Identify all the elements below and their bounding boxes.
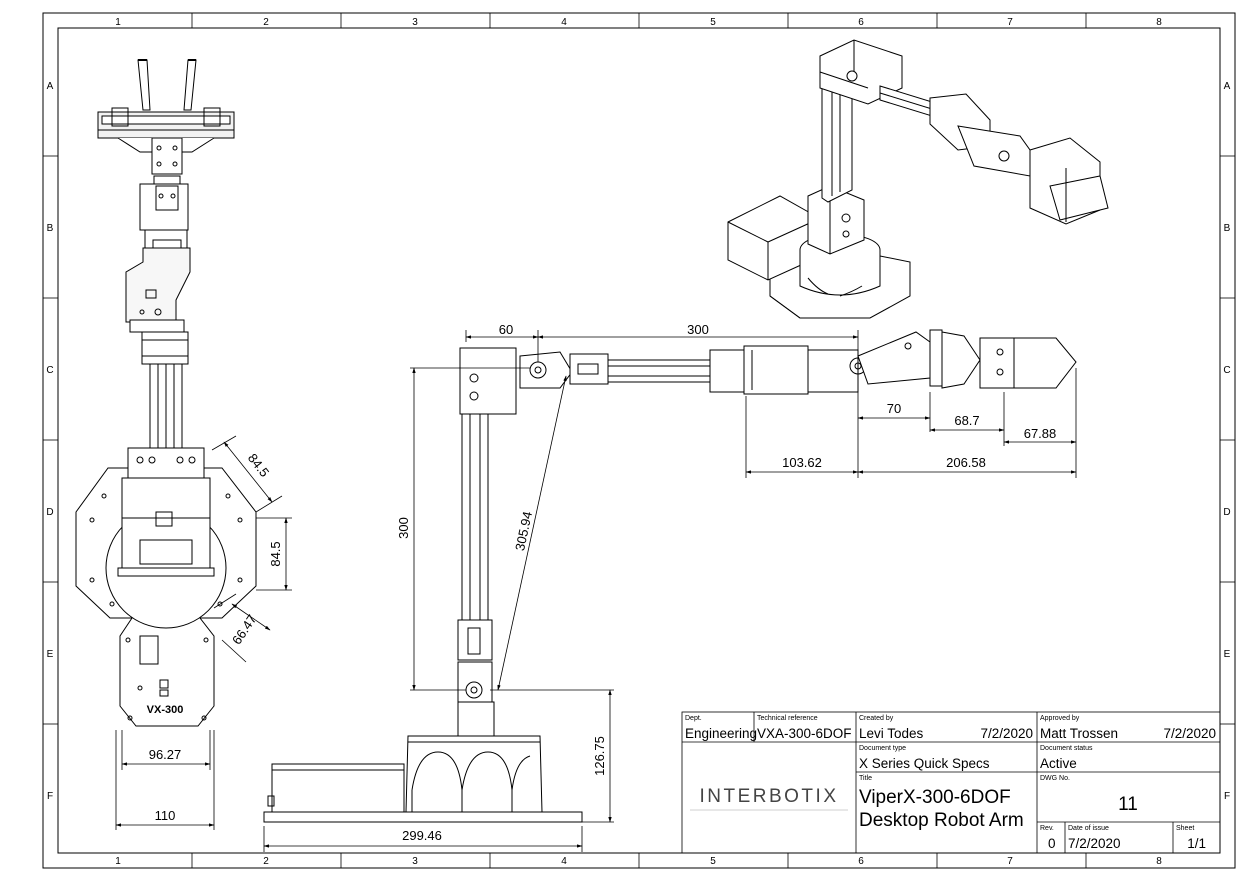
zone-row-c-left: C	[46, 365, 53, 376]
tb-doctype-value: X Series Quick Specs	[859, 756, 990, 771]
tb-created-value: Levi Todes	[859, 726, 924, 741]
zone-col-4-bottom: 4	[561, 856, 567, 867]
zone-col-5-top: 5	[710, 17, 716, 28]
zone-col-8-bottom: 8	[1156, 856, 1162, 867]
dim-84-5-side: 84.5	[268, 541, 283, 566]
title-block-text: Dept. Engineering Technical reference VX…	[685, 715, 1216, 851]
zone-col-2-bottom: 2	[263, 856, 269, 867]
tb-approved-value: Matt Trossen	[1040, 726, 1118, 741]
tb-issue-label: Date of issue	[1068, 825, 1109, 832]
title-block	[681, 711, 1221, 854]
zone-col-7-bottom: 7	[1007, 856, 1013, 867]
dim-70: 70	[887, 401, 901, 416]
zone-row-e-left: E	[47, 649, 54, 660]
tb-sheet-label: Sheet	[1176, 825, 1194, 832]
dim-206-58: 206.58	[946, 455, 986, 470]
dim-299-46: 299.46	[402, 828, 442, 843]
zone-col-8-top: 8	[1156, 17, 1162, 28]
tb-techref-value: VXA-300-6DOF	[757, 726, 852, 741]
tb-issue-value: 7/2/2020	[1068, 836, 1121, 851]
dim-60: 60	[499, 322, 513, 337]
side-view-base	[263, 701, 583, 823]
top-view-dimensions	[115, 435, 292, 830]
tb-doctype-label: Document type	[859, 745, 906, 752]
zone-row-f-left: F	[47, 791, 53, 802]
dim-300-vertical: 300	[396, 517, 411, 539]
zone-col-7-top: 7	[1007, 17, 1013, 28]
zone-col-1-bottom: 1	[115, 856, 121, 867]
zone-row-d-right: D	[1223, 507, 1230, 518]
dim-96-27: 96.27	[149, 747, 182, 762]
side-view	[263, 329, 1077, 823]
isometric-view	[727, 39, 1109, 319]
zone-col-3-top: 3	[412, 17, 418, 28]
dim-68-7: 68.7	[954, 413, 979, 428]
top-view-base	[75, 447, 257, 727]
zone-col-2-top: 2	[263, 17, 269, 28]
tb-dwgno-label: DWG No.	[1040, 775, 1070, 782]
base-label: VX-300	[147, 704, 184, 716]
zone-row-f-right: F	[1224, 791, 1230, 802]
tb-dept-label: Dept.	[685, 715, 702, 722]
zone-col-6-bottom: 6	[858, 856, 864, 867]
zone-row-e-right: E	[1224, 649, 1231, 660]
tb-approved-date: 7/2/2020	[1163, 726, 1216, 741]
tb-dwgno-value: 11	[1118, 794, 1138, 815]
top-view-upper-arm	[141, 331, 189, 449]
zone-col-3-bottom: 3	[412, 856, 418, 867]
side-view-shoulder	[519, 351, 609, 389]
tb-docstatus-value: Active	[1040, 756, 1077, 771]
dim-126-75: 126.75	[592, 736, 607, 776]
top-view-gripper	[97, 59, 235, 185]
tb-rev-label: Rev.	[1040, 825, 1054, 832]
side-view-wrist	[849, 329, 1077, 389]
zone-row-d-left: D	[46, 507, 53, 518]
top-view	[75, 59, 257, 727]
dim-305-94: 305.94	[512, 510, 535, 552]
zone-labels: 1 2 3 4 5 6 7 8 1 2 3 4 5 6 7 8 A B C D …	[46, 17, 1230, 867]
tb-dept-value: Engineering	[685, 726, 757, 741]
tb-sheet-value: 1/1	[1187, 836, 1206, 851]
zone-row-a-left: A	[47, 81, 54, 92]
zone-col-5-bottom: 5	[710, 856, 716, 867]
interbotix-logo: INTERBOTIX	[699, 786, 838, 807]
zone-row-c-right: C	[1223, 365, 1230, 376]
drawing-frame	[42, 12, 1236, 869]
zone-col-4-top: 4	[561, 17, 567, 28]
dim-300-horizontal: 300	[687, 322, 709, 337]
tb-rev-value: 0	[1048, 836, 1056, 851]
dim-84-5-angled: 84.5	[245, 451, 272, 480]
zone-col-6-top: 6	[858, 17, 864, 28]
tb-title-label: Title	[859, 775, 872, 782]
tb-approved-label: Approved by	[1040, 715, 1080, 722]
side-view-dimensions	[263, 330, 1077, 852]
tb-techref-label: Technical reference	[757, 715, 818, 722]
dim-67-88: 67.88	[1024, 426, 1057, 441]
tb-title-line1: ViperX-300-6DOF	[859, 787, 1011, 808]
tb-title-line2: Desktop Robot Arm	[859, 810, 1024, 831]
tb-created-label: Created by	[859, 715, 894, 722]
dim-66-47: 66.47	[229, 612, 260, 647]
dim-110: 110	[155, 808, 176, 823]
zone-row-b-left: B	[47, 223, 54, 234]
top-view-wrist	[125, 183, 191, 333]
dim-103-62: 103.62	[782, 455, 822, 470]
zone-row-a-right: A	[1224, 81, 1231, 92]
tb-docstatus-label: Document status	[1040, 745, 1093, 752]
zone-row-b-right: B	[1224, 223, 1231, 234]
side-view-upper-arm	[607, 345, 859, 395]
zone-col-1-top: 1	[115, 17, 121, 28]
tb-created-date: 7/2/2020	[980, 726, 1033, 741]
